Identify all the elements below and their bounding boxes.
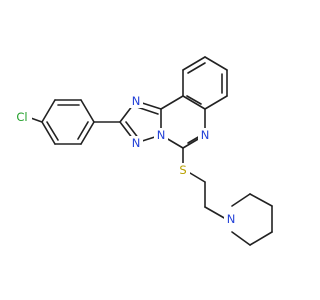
atom-n-bridge: N	[154, 128, 168, 142]
molecule-structure: Cl N N N N S N	[12, 56, 273, 246]
side-chain	[182, 147, 227, 220]
piperidine-ring	[231, 193, 273, 246]
atom-cl: Cl	[12, 109, 32, 125]
atom-n-triazole-top: N	[129, 94, 143, 108]
atom-n-piperidine: N	[224, 212, 238, 226]
chlorophenyl-ring	[27, 99, 121, 145]
atom-label-n: N	[201, 128, 210, 142]
atom-n-quinazoline: N	[198, 128, 212, 142]
atom-label-n: N	[132, 136, 141, 150]
atom-s: S	[176, 163, 190, 177]
atom-n-triazole-left: N	[129, 136, 143, 150]
molecule-canvas: Cl N N N N S N	[12, 56, 273, 246]
atom-label-n: N	[157, 128, 166, 142]
benzo-ring	[182, 56, 228, 110]
atom-label-n: N	[132, 94, 141, 108]
atom-label-n: N	[227, 212, 236, 226]
atom-label-s: S	[179, 163, 186, 177]
atom-label-cl: Cl	[16, 110, 27, 124]
